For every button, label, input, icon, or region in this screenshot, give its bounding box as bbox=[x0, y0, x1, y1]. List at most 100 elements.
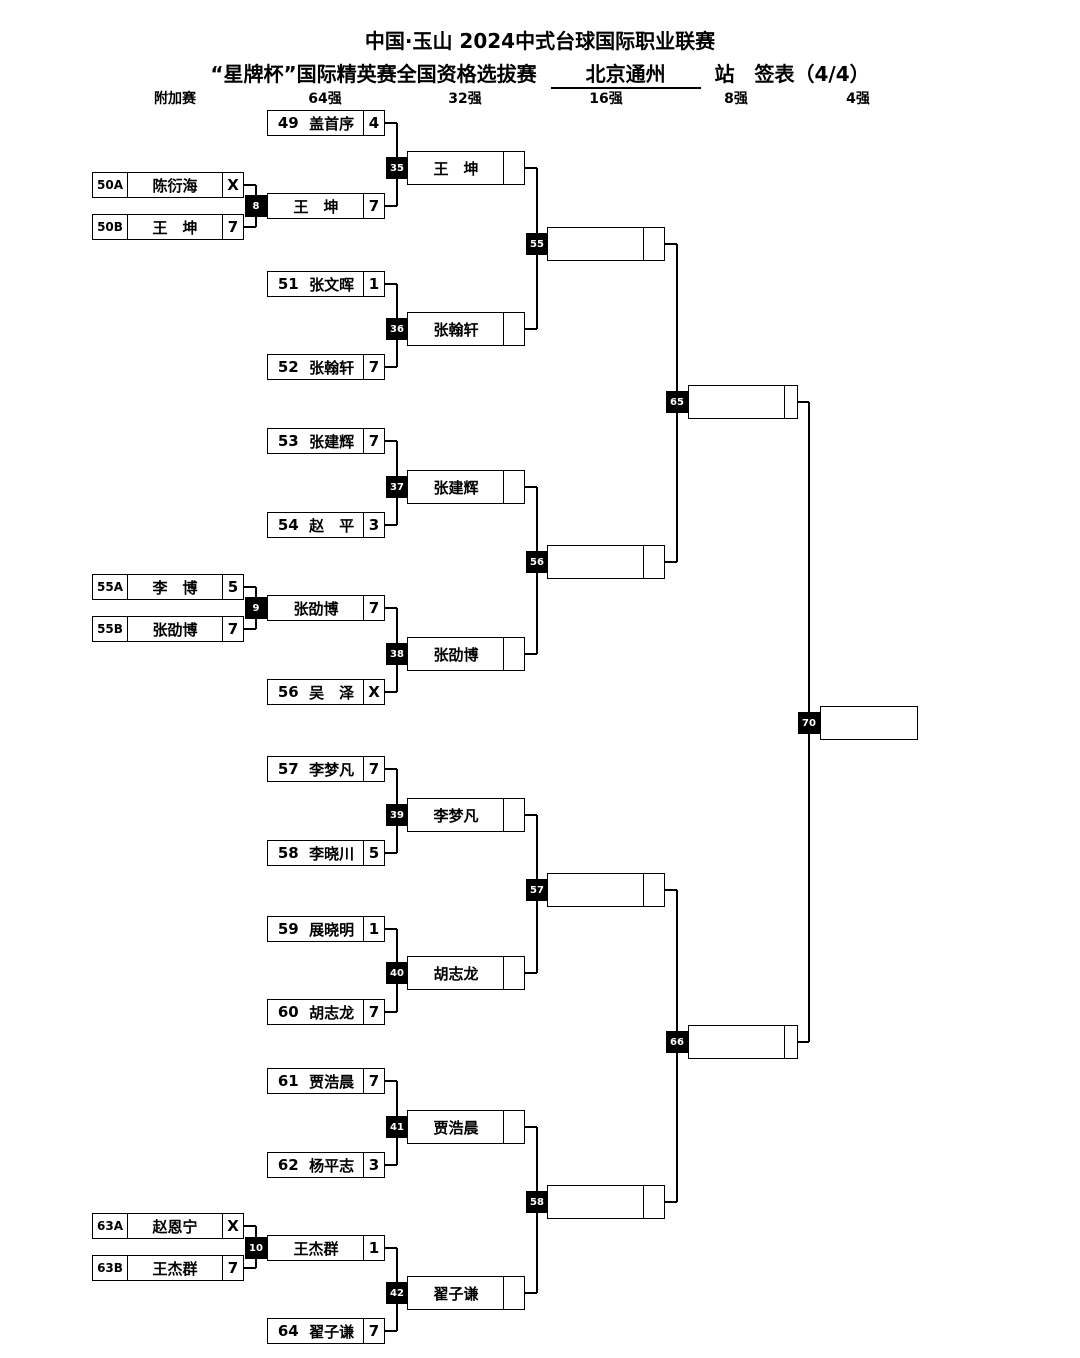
player-name: 胡志龙 bbox=[309, 1003, 355, 1022]
bracket-line bbox=[525, 486, 537, 488]
match-slot: 王 坤 bbox=[407, 151, 525, 185]
bracket-line bbox=[665, 1201, 677, 1203]
player-name: 王杰群 bbox=[293, 1239, 339, 1258]
bracket-line bbox=[244, 226, 256, 228]
score: 7 bbox=[222, 1256, 243, 1280]
event-name: “星牌杯”国际精英赛全国资格选拔赛 bbox=[210, 62, 537, 86]
player-name: 张劭博 bbox=[293, 599, 339, 618]
match-number: 41 bbox=[386, 1116, 408, 1138]
seed-number: 62 bbox=[277, 1156, 299, 1174]
seed-number: 64 bbox=[277, 1322, 299, 1340]
bracket-line bbox=[525, 328, 537, 330]
player-name: 胡志龙 bbox=[433, 964, 479, 983]
bracket-line bbox=[385, 1080, 397, 1082]
player-name: 盖首序 bbox=[309, 114, 355, 133]
match-number: 55 bbox=[526, 233, 548, 255]
score: 5 bbox=[363, 841, 384, 865]
match-number: 35 bbox=[386, 157, 408, 179]
seed-number: 56 bbox=[277, 683, 299, 701]
match-slot: 胡志龙 bbox=[407, 956, 525, 990]
bracket-line bbox=[385, 366, 397, 368]
match-slot bbox=[547, 545, 665, 579]
player-name: 王 坤 bbox=[433, 159, 479, 178]
score bbox=[503, 799, 524, 831]
player-name bbox=[821, 707, 917, 739]
bracket-line bbox=[798, 1041, 809, 1043]
player-name: 王 坤 bbox=[152, 218, 198, 237]
bracket-line bbox=[665, 243, 677, 245]
bracket-line bbox=[244, 628, 256, 630]
match-number: 70 bbox=[798, 712, 820, 734]
player-name: 王杰群 bbox=[152, 1259, 198, 1278]
bracket-line bbox=[525, 1126, 537, 1128]
seed-number: 55A bbox=[93, 575, 128, 599]
player-name: 赵 平 bbox=[309, 516, 355, 535]
bracket-line bbox=[525, 972, 537, 974]
player-name: 翟子谦 bbox=[309, 1322, 355, 1341]
score bbox=[503, 471, 524, 503]
player-name: 李梦凡 bbox=[433, 806, 479, 825]
match-slot: 张建辉 bbox=[407, 470, 525, 504]
score: 5 bbox=[222, 575, 243, 599]
player-seed-name: 52 张翰轩 bbox=[268, 355, 364, 379]
player-name: 张文晖 bbox=[309, 275, 355, 294]
bracket-line bbox=[385, 852, 397, 854]
sheet-subtitle: “星牌杯”国际精英赛全国资格选拔赛 北京通州 站 签表（4/4） bbox=[0, 58, 1080, 89]
match-number: 9 bbox=[245, 597, 267, 619]
bracket-line bbox=[665, 889, 677, 891]
match-number: 57 bbox=[526, 879, 548, 901]
score: 1 bbox=[363, 917, 384, 941]
seed-number: 60 bbox=[277, 1003, 299, 1021]
player-name: 张建辉 bbox=[309, 432, 355, 451]
bracket-line bbox=[525, 814, 537, 816]
player-name bbox=[548, 228, 644, 260]
match-slot bbox=[688, 1025, 798, 1059]
bracket-line bbox=[525, 1292, 537, 1294]
score: 7 bbox=[222, 215, 243, 239]
seed-number: 52 bbox=[277, 358, 299, 376]
bracket-line bbox=[244, 1267, 256, 1269]
seed-number: 55B bbox=[93, 617, 128, 641]
player-name: 李梦凡 bbox=[309, 760, 355, 779]
score bbox=[503, 1111, 524, 1143]
round-label: 8强 bbox=[724, 91, 748, 107]
player-name: 陈衍海 bbox=[152, 176, 198, 195]
match-number: 66 bbox=[666, 1031, 688, 1053]
seed-number: 58 bbox=[277, 844, 299, 862]
bracket-line bbox=[385, 607, 397, 609]
station-name: 北京通州 bbox=[550, 58, 701, 89]
bracket-line bbox=[385, 1330, 397, 1332]
score: 7 bbox=[363, 1069, 384, 1093]
player-seed-name: 62 杨平志 bbox=[268, 1153, 364, 1177]
bracket-line bbox=[244, 184, 256, 186]
match-number: 10 bbox=[245, 1237, 267, 1259]
seed-number: 54 bbox=[277, 516, 299, 534]
score bbox=[643, 228, 664, 260]
player-seed-name: 51 张文晖 bbox=[268, 272, 364, 296]
match-number: 42 bbox=[386, 1282, 408, 1304]
player-seed-name: 49 盖首序 bbox=[268, 111, 364, 135]
player-seed-name: 64 翟子谦 bbox=[268, 1319, 364, 1343]
player-name: 贾浩晨 bbox=[433, 1118, 479, 1137]
bracket-line bbox=[385, 1011, 397, 1013]
score: 7 bbox=[363, 1319, 384, 1343]
match-slot bbox=[688, 385, 798, 419]
score: X bbox=[363, 680, 384, 704]
match-slot: 张翰轩 bbox=[407, 312, 525, 346]
player-name: 吴 泽 bbox=[309, 683, 355, 702]
player-name: 赵恩宁 bbox=[152, 1217, 198, 1236]
match-number: 58 bbox=[526, 1191, 548, 1213]
bracket-line bbox=[385, 122, 397, 124]
player-name bbox=[548, 1186, 644, 1218]
player-name: 张建辉 bbox=[433, 478, 479, 497]
seed-number: 51 bbox=[277, 275, 299, 293]
